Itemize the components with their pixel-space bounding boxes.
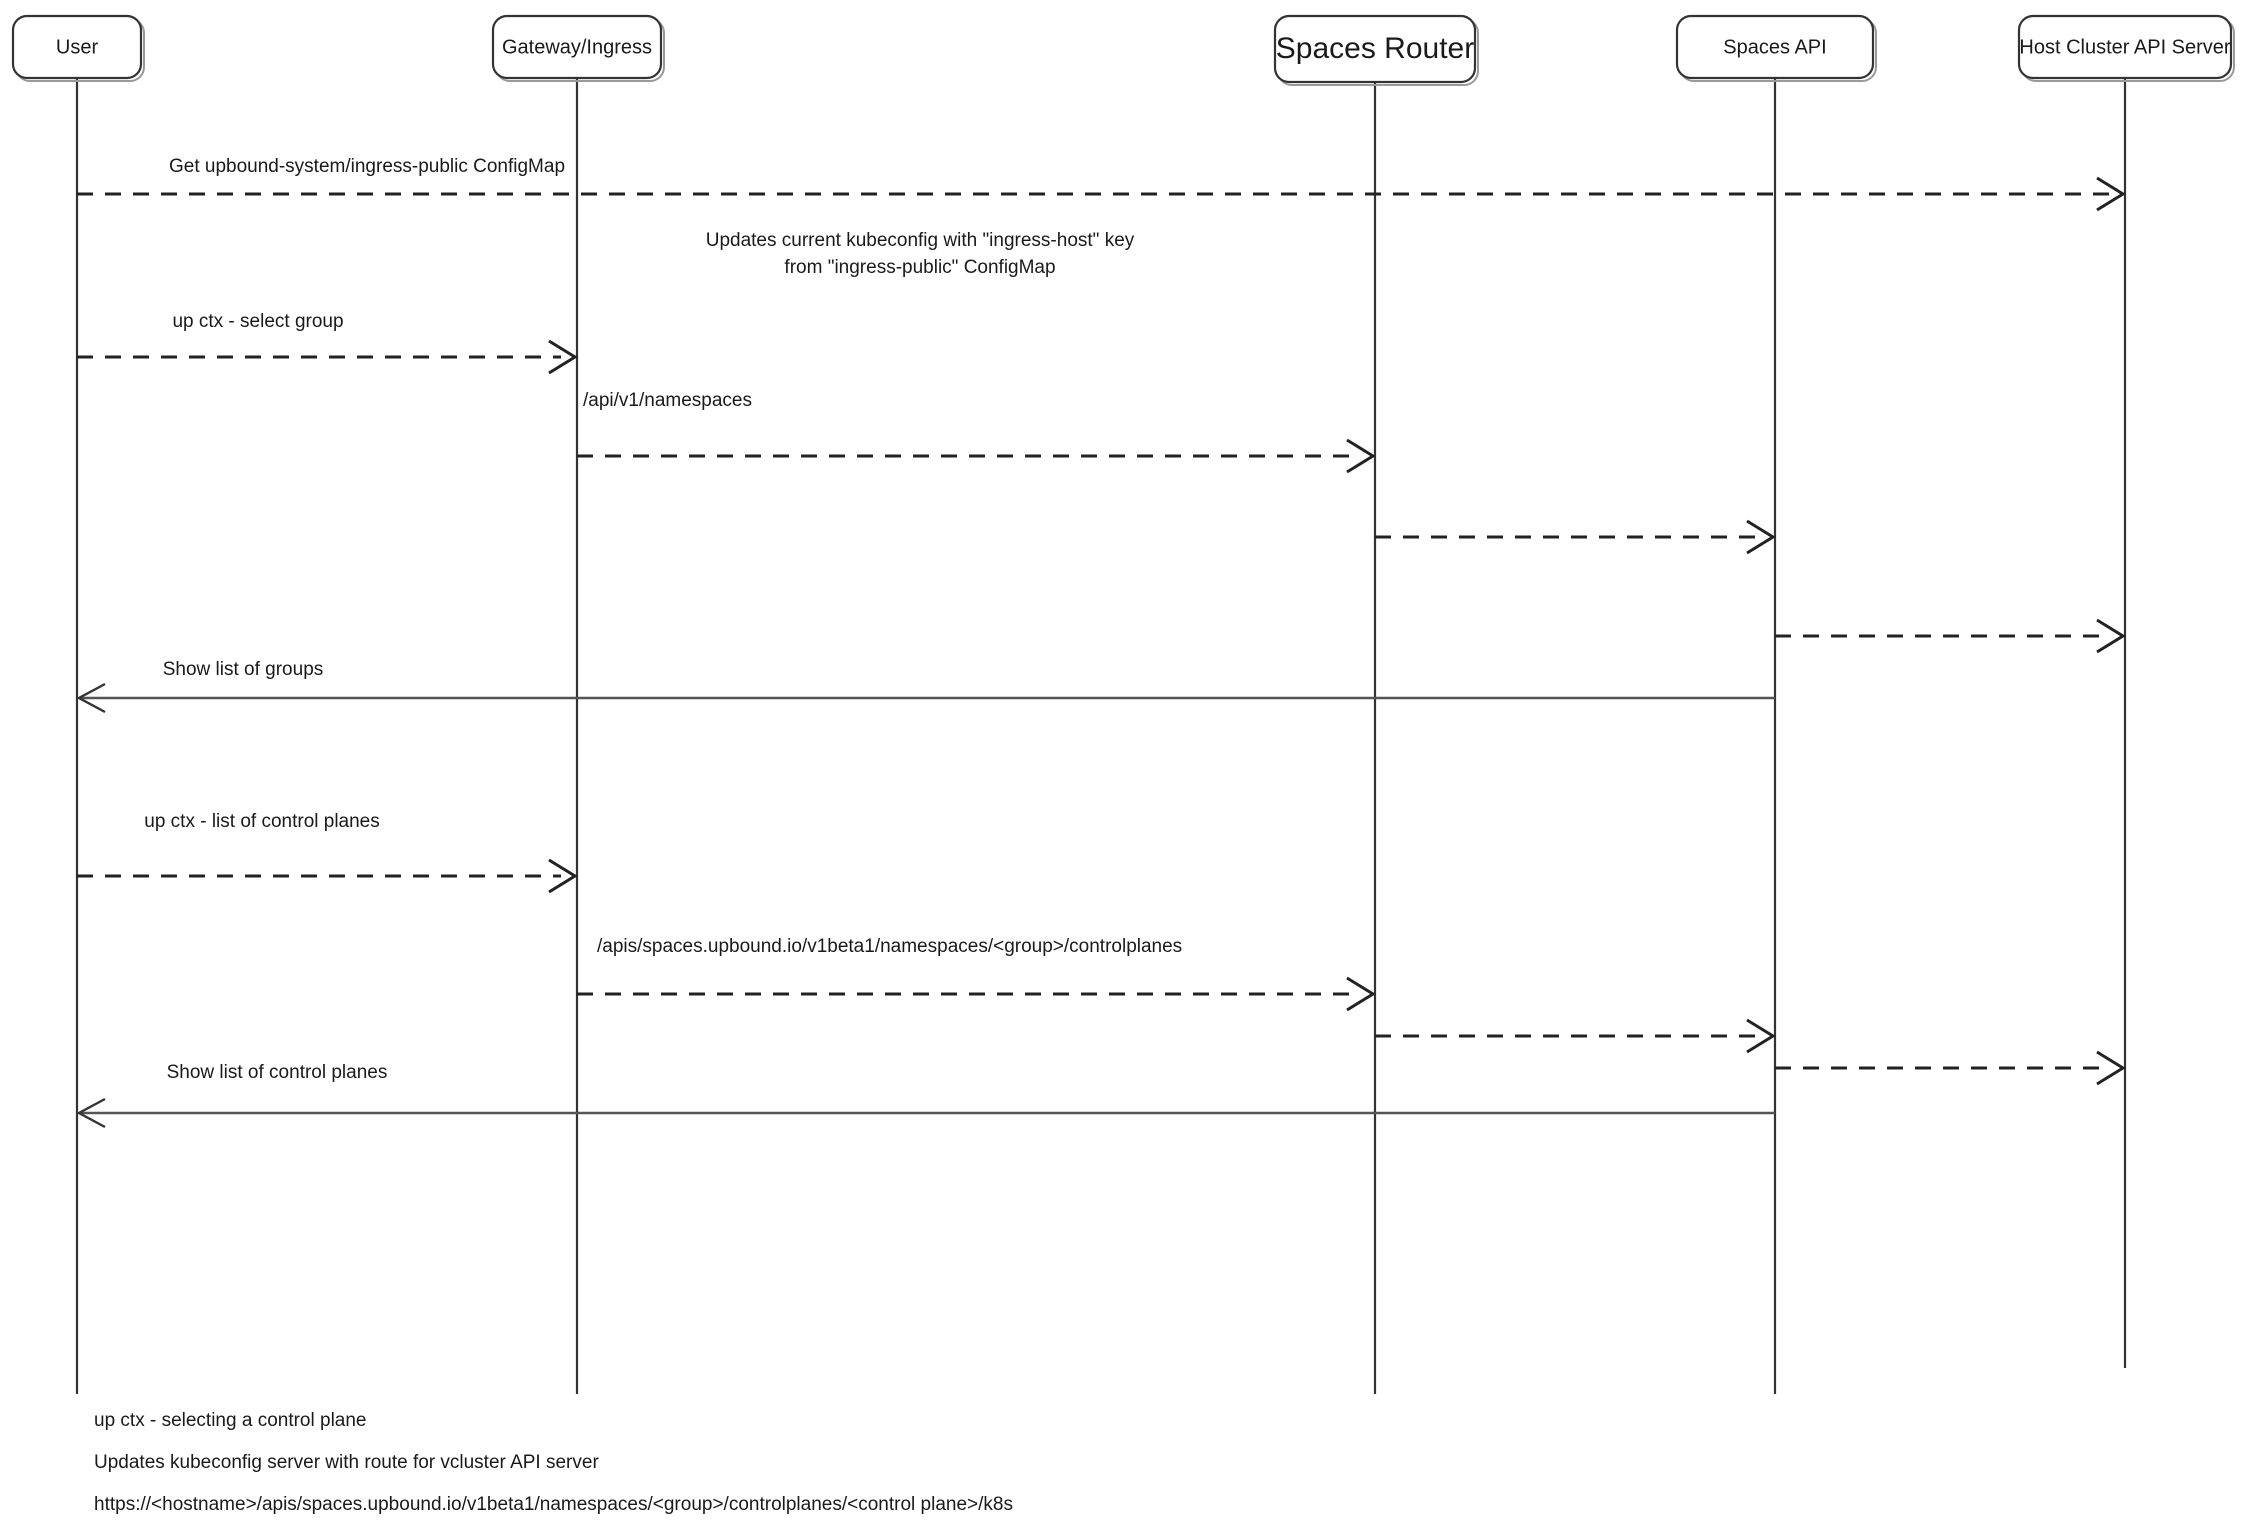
participant-box-router[interactable] <box>1273 14 1477 84</box>
footer-notes-layer: up ctx - selecting a control planeUpdate… <box>94 1410 1013 1515</box>
message-arrowhead-open <box>548 339 578 375</box>
messages-layer <box>76 176 2126 1129</box>
participant-box-hostapi[interactable] <box>2017 14 2233 80</box>
message-arrowhead-open <box>2096 618 2126 654</box>
message-m6 <box>76 682 1775 714</box>
message-m11 <box>76 1097 1775 1129</box>
message-label: up ctx - select group <box>172 311 343 332</box>
message-arrowhead-open <box>1746 519 1776 555</box>
message-m2 <box>77 339 578 375</box>
message-arrowhead-open <box>1346 438 1376 474</box>
message-m9 <box>1375 1018 1776 1054</box>
participant-box-spacesapi[interactable] <box>1675 14 1875 80</box>
message-m5 <box>1775 618 2126 654</box>
footer-note-line: up ctx - selecting a control plane <box>94 1410 367 1431</box>
message-label: Show list of control planes <box>167 1062 388 1083</box>
participants-layer: User Gateway/Ingress Spaces Router Spaces A… <box>11 14 2235 86</box>
message-m1 <box>77 176 2126 212</box>
message-arrowhead-open <box>76 1097 106 1129</box>
message-label: Show list of groups <box>163 659 324 680</box>
message-labels-layer: Get upbound-system/ingress-public Config… <box>144 156 1182 1083</box>
message-arrowhead-open <box>1346 976 1376 1012</box>
message-label: Get upbound-system/ingress-public Config… <box>169 156 565 177</box>
note-line: Updates current kubeconfig with "ingress… <box>706 230 1135 251</box>
message-m7 <box>77 858 578 894</box>
message-label: /api/v1/namespaces <box>583 390 752 411</box>
participant-box-user[interactable] <box>11 14 143 80</box>
message-arrowhead-open <box>76 682 106 714</box>
message-arrowhead-open <box>2096 176 2126 212</box>
message-m8 <box>577 976 1376 1012</box>
message-m3 <box>577 438 1376 474</box>
note-line: from "ingress-public" ConfigMap <box>784 257 1055 278</box>
participant-label-user: User <box>56 36 99 58</box>
message-arrowhead-open <box>1746 1018 1776 1054</box>
participant-label-spacesapi: Spaces API <box>1723 36 1826 58</box>
message-m10 <box>1775 1050 2126 1086</box>
message-arrowhead-open <box>2096 1050 2126 1086</box>
footer-note-line: Updates kubeconfig server with route for… <box>94 1452 599 1473</box>
message-arrowhead-open <box>548 858 578 894</box>
note-n1: Updates current kubeconfig with "ingress… <box>706 230 1135 278</box>
message-label: up ctx - list of control planes <box>144 811 380 832</box>
message-m4 <box>1375 519 1776 555</box>
participant-box-gateway[interactable] <box>491 14 663 80</box>
participant-label-router: Spaces Router <box>1276 32 1474 65</box>
message-label: /apis/spaces.upbound.io/v1beta1/namespac… <box>597 936 1182 957</box>
participant-label-hostapi: Host Cluster API Server <box>2019 36 2231 58</box>
participant-label-gateway: Gateway/Ingress <box>502 36 652 58</box>
lifelines-layer <box>75 78 2127 1394</box>
footer-note-line: https://<hostname>/apis/spaces.upbound.i… <box>94 1494 1013 1515</box>
